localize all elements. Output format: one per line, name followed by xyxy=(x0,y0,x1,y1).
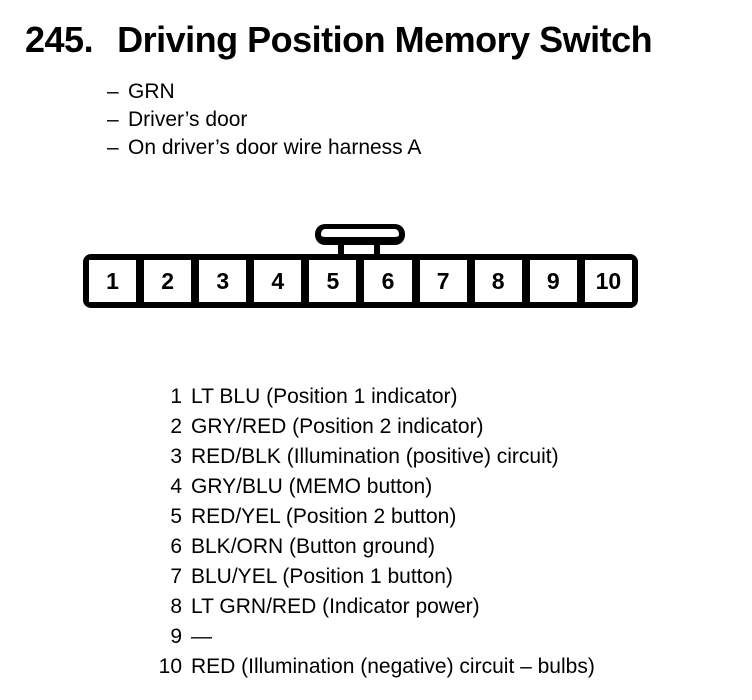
connector-pin-5: 5 xyxy=(309,260,357,302)
note-line: – On driver’s door wire harness A xyxy=(107,134,421,162)
pin-description: BLK/ORN (Button ground) xyxy=(191,535,435,558)
pin-list-row: 6 BLK/ORN (Button ground) xyxy=(0,532,595,562)
page-title: 245. Driving Position Memory Switch xyxy=(25,19,653,61)
pin-list-row: 1 LT BLU (Position 1 indicator) xyxy=(0,382,595,412)
page-title-text: Driving Position Memory Switch xyxy=(117,19,653,60)
connector-pin-10: 10 xyxy=(584,260,632,302)
pin-list: 1 LT BLU (Position 1 indicator) 2 GRY/RE… xyxy=(0,382,595,682)
note-dash: – xyxy=(107,80,119,103)
pin-number: 5 xyxy=(170,505,182,528)
connector-pin-7: 7 xyxy=(419,260,467,302)
pin-list-row: 3 RED/BLK (Illumination (positive) circu… xyxy=(0,442,595,472)
pin-number: 8 xyxy=(170,595,182,618)
pin-number: 1 xyxy=(170,385,182,408)
pin-list-row: 2 GRY/RED (Position 2 indicator) xyxy=(0,412,595,442)
pin-list-row: 5 RED/YEL (Position 2 button) xyxy=(0,502,595,532)
connector-diagram: 1 2 3 4 5 6 7 8 9 10 xyxy=(83,254,638,308)
pin-list-row: 7 BLU/YEL (Position 1 button) xyxy=(0,562,595,592)
connector-pin-4: 4 xyxy=(254,260,302,302)
note-dash: – xyxy=(107,136,119,159)
note-text: GRN xyxy=(128,80,175,103)
connector-pin-3: 3 xyxy=(199,260,247,302)
connector-pin-8: 8 xyxy=(474,260,522,302)
pin-number: 6 xyxy=(170,535,182,558)
pin-number: 9 xyxy=(170,625,182,648)
note-dash: – xyxy=(107,108,119,131)
pin-list-row: 8 LT GRN/RED (Indicator power) xyxy=(0,592,595,622)
note-text: On driver’s door wire harness A xyxy=(128,136,422,159)
pin-number: 7 xyxy=(170,565,182,588)
pin-description: RED (Illumination (negative) circuit – b… xyxy=(191,655,595,678)
pin-number: 2 xyxy=(170,415,182,438)
note-line: – GRN xyxy=(107,78,421,106)
pin-number: 3 xyxy=(170,445,182,468)
pin-description: RED/YEL (Position 2 button) xyxy=(191,505,457,528)
pin-description: — xyxy=(191,625,212,648)
pin-description: GRY/RED (Position 2 indicator) xyxy=(191,415,484,438)
connector-pin-1: 1 xyxy=(89,260,137,302)
pin-description: GRY/BLU (MEMO button) xyxy=(191,475,433,498)
pin-number: 4 xyxy=(170,475,182,498)
connector-notes: – GRN – Driver’s door – On driver’s door… xyxy=(107,78,421,162)
pin-description: BLU/YEL (Position 1 button) xyxy=(191,565,453,588)
pin-description: LT BLU (Position 1 indicator) xyxy=(191,385,458,408)
note-line: – Driver’s door xyxy=(107,106,421,134)
pin-number: 10 xyxy=(158,655,182,678)
pin-list-row: 10 RED (Illumination (negative) circuit … xyxy=(0,652,595,682)
pin-list-row: 4 GRY/BLU (MEMO button) xyxy=(0,472,595,502)
connector-pin-9: 9 xyxy=(529,260,577,302)
connector-pin-2: 2 xyxy=(144,260,192,302)
connector-pin-6: 6 xyxy=(364,260,412,302)
note-text: Driver’s door xyxy=(128,108,248,131)
pin-description: RED/BLK (Illumination (positive) circuit… xyxy=(191,445,559,468)
pin-list-row: 9 — xyxy=(0,622,595,652)
pin-description: LT GRN/RED (Indicator power) xyxy=(191,595,480,618)
connector-latch-bar xyxy=(315,224,405,245)
figure-number: 245. xyxy=(25,19,94,60)
